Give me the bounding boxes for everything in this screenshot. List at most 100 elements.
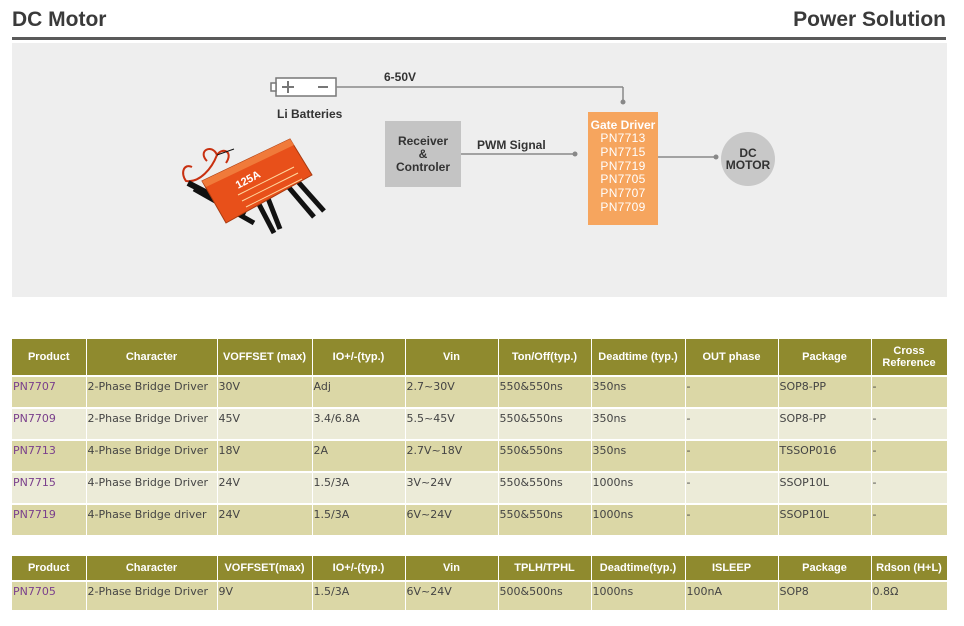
col-header: Vin [405,339,499,376]
table-cell: 1000ns [591,580,686,610]
table-row: PN7705 2-Phase Bridge Driver 9V 1.5/3A 6… [12,580,948,610]
table-header-row: Product Character VOFFSET(max) IO+/-(typ… [12,556,948,581]
battery-label: Li Batteries [277,107,343,121]
motor-line-2: MOTOR [725,158,771,172]
product-table-2: Product Character VOFFSET(max) IO+/-(typ… [12,556,948,610]
table-cell: 6V~24V [405,503,499,535]
col-header: Package [778,556,872,581]
table-cell: SOP8 [778,580,872,610]
table-cell: - [871,407,948,440]
gate-driver-title: Gate Driver [590,118,656,132]
table-cell: 100nA [685,580,779,610]
voltage-label: 6-50V [384,70,417,84]
col-header: OUT phase [685,339,779,376]
col-header: VOFFSET (max) [217,339,313,376]
table-header-row: Product Character VOFFSET (max) IO+/-(ty… [12,339,948,376]
table-cell: - [685,375,779,408]
table-row: PN7715 4-Phase Bridge Driver 24V 1.5/3A … [12,471,948,504]
product-table-1: Product Character VOFFSET (max) IO+/-(ty… [12,339,948,535]
table-cell: 1.5/3A [312,580,406,610]
col-header: Package [778,339,872,376]
page-title: DC Motor [12,8,107,31]
table-cell: - [871,503,948,535]
gate-driver-part: PN7719 [600,158,646,173]
table-cell: SOP8-PP [778,375,872,408]
table-cell: 550&550ns [498,503,592,535]
receiver-line-3: Controler [396,159,450,174]
table-cell: 350ns [591,375,686,408]
table-cell: 550&550ns [498,375,592,408]
table-cell: - [871,375,948,408]
table-cell: 9V [217,580,313,610]
table-cell: 0.8Ω [871,580,948,610]
table-cell: - [685,439,779,472]
table-cell: 2-Phase Bridge Driver [86,407,218,440]
col-header: Product [12,339,87,376]
table-cell: TSSOP016 [778,439,872,472]
product-link[interactable]: PN7713 [12,439,87,472]
motor-line-1: DC [739,146,757,160]
table-cell: 1.5/3A [312,503,406,535]
table-row: PN7719 4-Phase Bridge driver 24V 1.5/3A … [12,503,948,535]
block-diagram: 125A Li Batteries 6-50V Receiver & Contr… [12,43,947,297]
table-cell: 2A [312,439,406,472]
gate-driver-part: PN7709 [600,199,646,214]
table-row: PN7709 2-Phase Bridge Driver 45V 3.4/6.8… [12,407,948,440]
col-header: Product [12,556,87,581]
col-header: Deadtime(typ.) [591,556,686,581]
table-cell: 550&550ns [498,471,592,504]
dc-motor-circle: DC MOTOR [721,132,775,186]
table-cell: SOP8-PP [778,407,872,440]
col-header: Ton/Off(typ.) [498,339,592,376]
table-cell: 550&550ns [498,407,592,440]
col-header: Cross Reference [871,339,948,376]
gate-driver-part: PN7707 [600,186,646,201]
col-header: IO+/-(typ.) [312,339,406,376]
table-cell: SSOP10L [778,503,872,535]
receiver-controller-box: Receiver & Controler [385,121,461,187]
gate-driver-part: PN7705 [600,172,646,187]
table-cell: 5.5~45V [405,407,499,440]
table-cell: SSOP10L [778,471,872,504]
table-cell: 1000ns [591,503,686,535]
product-link[interactable]: PN7715 [12,471,87,504]
table-cell: 2-Phase Bridge Driver [86,375,218,408]
table-cell: 3.4/6.8A [312,407,406,440]
receiver-line-1: Receiver [397,133,449,148]
receiver-line-2: & [418,146,428,161]
table-cell: 4-Phase Bridge driver [86,503,218,535]
table-cell: 24V [217,503,313,535]
table-cell: 4-Phase Bridge Driver [86,439,218,472]
col-header: VOFFSET(max) [217,556,313,581]
col-header: IO+/-(typ.) [312,556,406,581]
table-cell: - [871,471,948,504]
table-row: PN7713 4-Phase Bridge Driver 18V 2A 2.7V… [12,439,948,472]
gate-driver-part: PN7715 [600,144,646,159]
table-cell: Adj [312,375,406,408]
table-cell: 30V [217,375,313,408]
table-cell: 2-Phase Bridge Driver [86,580,218,610]
product-link[interactable]: PN7719 [12,503,87,535]
product-link[interactable]: PN7709 [12,407,87,440]
header-rule [12,37,946,40]
product-link[interactable]: PN7707 [12,375,87,408]
table-cell: 3V~24V [405,471,499,504]
table-cell: - [685,471,779,504]
table-cell: 550&550ns [498,439,592,472]
table-cell: - [871,439,948,472]
diagram-lines: 125A [182,77,719,235]
table-cell: 2.7~30V [405,375,499,408]
table-cell: 350ns [591,439,686,472]
col-header: TPLH/TPHL [498,556,592,581]
battery-icon [270,77,337,97]
product-link[interactable]: PN7705 [12,580,87,610]
esc-device-image: 125A [182,138,326,235]
table-cell: 18V [217,439,313,472]
table-cell: - [685,503,779,535]
table-cell: 45V [217,407,313,440]
gate-driver-part: PN7713 [600,131,646,145]
pwm-signal-label: PWM Signal [477,138,546,152]
section-title: Power Solution [793,8,946,31]
col-header: ISLEEP [685,556,779,581]
table-cell: 4-Phase Bridge Driver [86,471,218,504]
